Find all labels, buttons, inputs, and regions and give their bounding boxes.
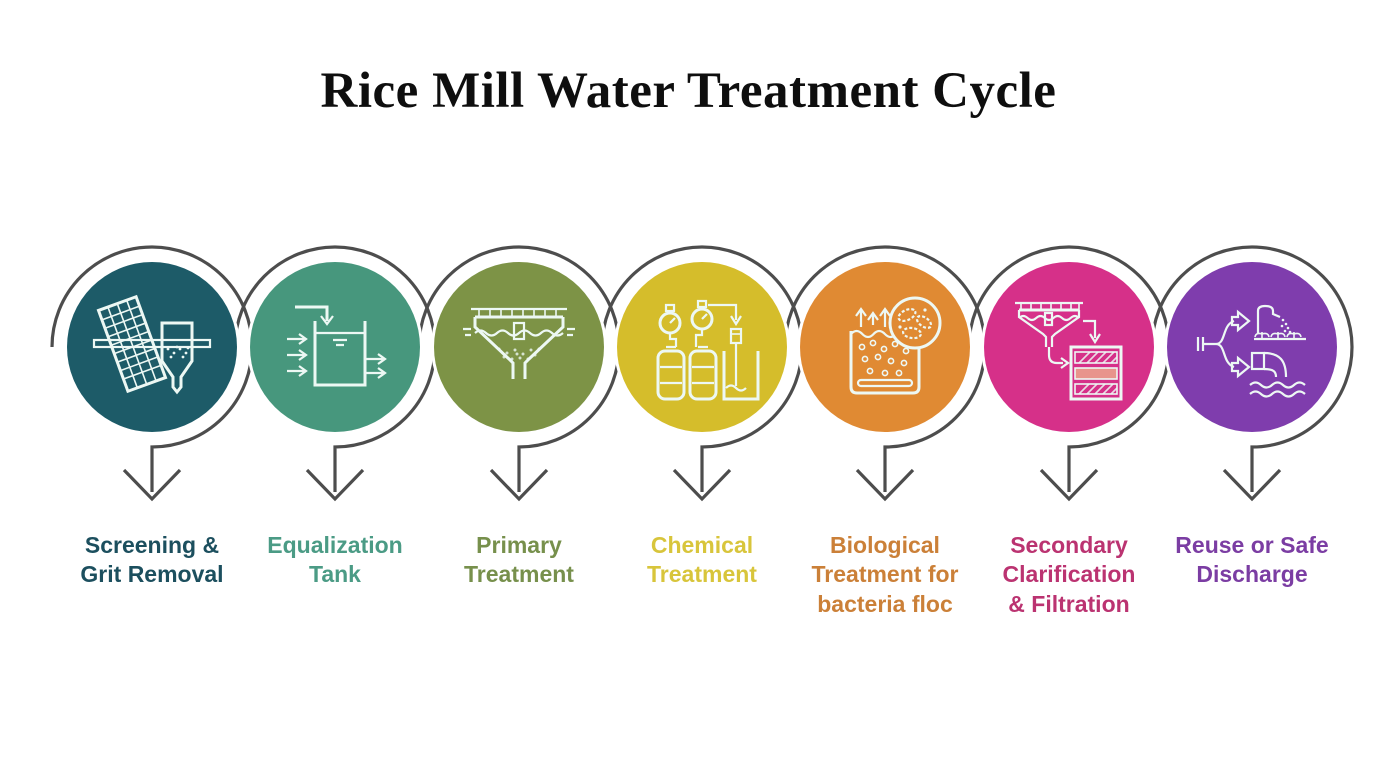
step-circle [434,262,604,432]
step-circle [250,262,420,432]
step-circle [984,262,1154,432]
step-label-primary: Primary Treatment [464,532,574,588]
clarifier-filter-icon [1015,301,1123,401]
treatment-cycle-diagram [50,245,1354,501]
aeration-bacteria-icon [849,296,942,395]
reuse-safe-discharge-icon [1196,304,1306,398]
step-label-biological: Biological Treatment for bacteria floc [811,532,959,617]
step-circle [1167,262,1337,432]
step-label-screening: Screening & Grit Removal [80,532,224,588]
step-label-equalization: Equalization Tank [267,532,403,588]
step-label-reuse: Reuse or Safe Discharge [1175,532,1329,588]
step-circles [64,259,1340,435]
step-label-chemical: Chemical Treatment [647,532,757,588]
equalization-tank-icon [287,305,387,387]
diagram-title: Rice Mill Water Treatment Cycle [320,63,1057,119]
screening-grit-removal-icon [92,294,212,395]
primary-clarifier-icon [463,307,575,379]
chemical-dosing-icon [656,299,760,401]
step-label-secondary: Secondary Clarification & Filtration [1002,532,1136,617]
